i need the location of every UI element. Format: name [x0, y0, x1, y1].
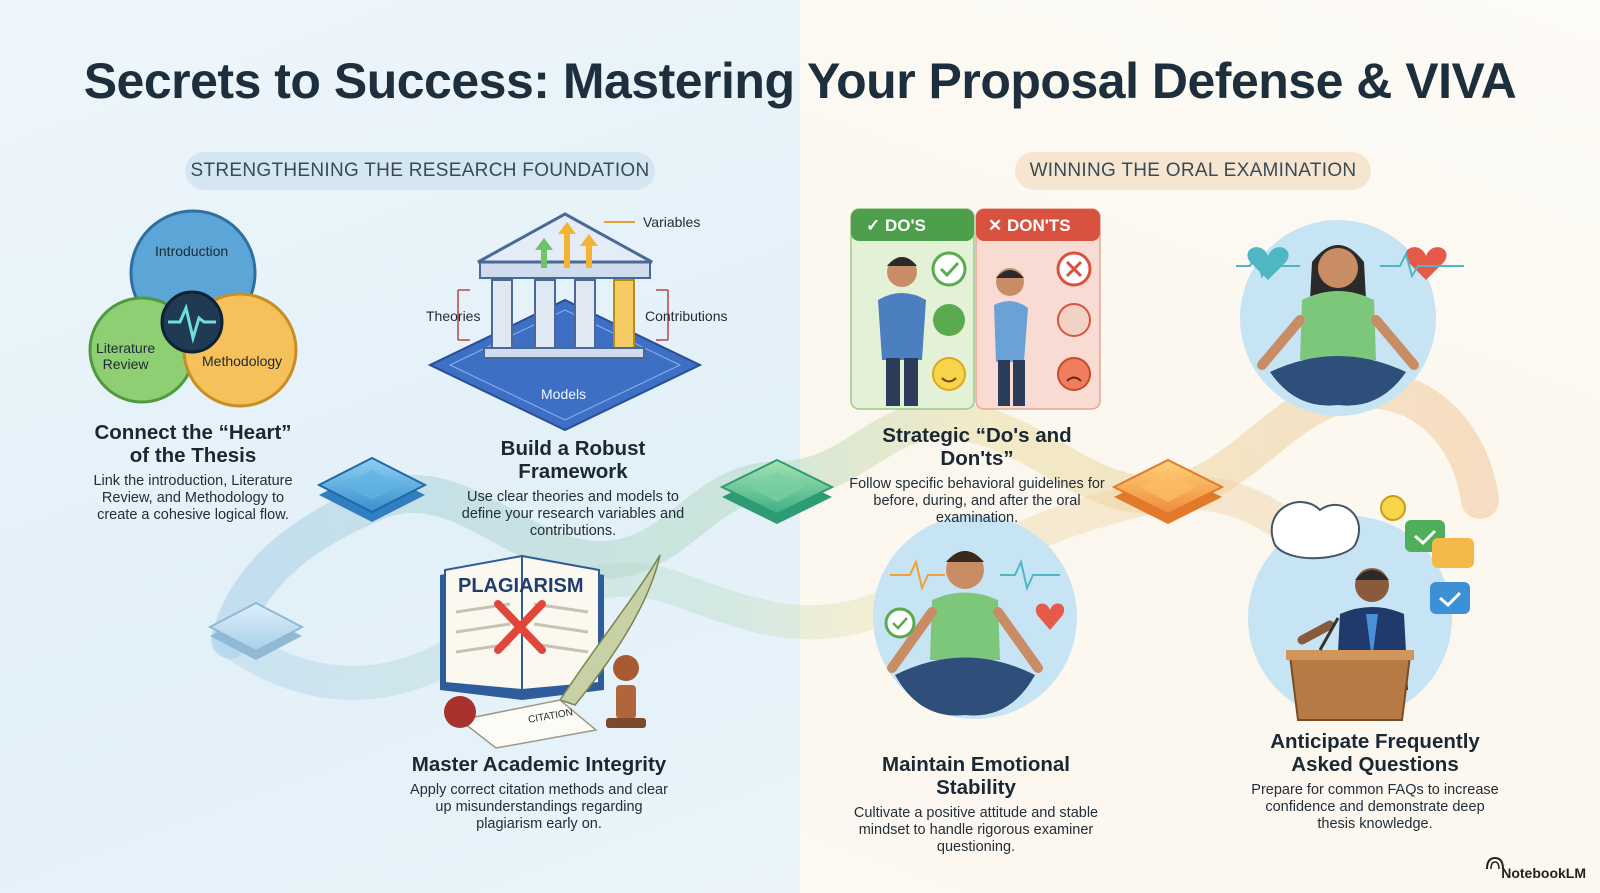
card-text: Link the introduction, Literature Review…	[93, 473, 293, 523]
card-anticipate-faqs: Anticipate Frequently Asked Questions Pr…	[1245, 730, 1505, 833]
tile-green	[719, 458, 835, 524]
left-background	[0, 0, 800, 893]
framework-label-contributions: Contributions	[645, 308, 728, 324]
tile-pale	[207, 601, 305, 660]
card-title: Connect the “Heart” of the Thesis	[94, 421, 292, 467]
card-robust-framework: Build a Robust Framework Use clear theor…	[448, 437, 698, 540]
section-pill-research-foundation: STRENGTHENING THE RESEARCH FOUNDATION	[185, 152, 655, 190]
credit-notebooklm: NotebookLM	[1501, 865, 1586, 881]
framework-label-variables: Variables	[643, 214, 701, 230]
meditating-man	[873, 515, 1077, 719]
card-text: Use clear theories and models to define …	[461, 489, 685, 539]
card-text: Apply correct citation methods and clear…	[410, 782, 668, 832]
card-title: Build a Robust Framework	[500, 437, 646, 483]
meditating-woman	[1236, 220, 1464, 416]
card-title: Strategic “Do's and Don'ts”	[882, 424, 1072, 470]
dos-header: ✓ DO'S	[866, 216, 926, 236]
card-text: Follow specific behavioral guidelines fo…	[849, 476, 1105, 526]
book-title-plagiarism: PLAGIARISM	[458, 575, 584, 597]
venn-label-literature-review: Literature Review	[96, 340, 155, 372]
dos-label: DO'S	[884, 216, 926, 235]
page-title: Secrets to Success: Mastering Your Propo…	[83, 53, 1517, 109]
plagiarism-book	[440, 554, 661, 749]
card-title: Maintain Emotional Stability	[882, 753, 1070, 799]
card-text: Prepare for common FAQs to increase conf…	[1251, 782, 1499, 832]
speaker-podium	[1248, 495, 1474, 721]
venn-label-review: Review	[102, 356, 149, 372]
card-title: Anticipate Frequently Asked Questions	[1270, 730, 1480, 776]
venn-label-literature: Literature	[96, 340, 156, 356]
card-academic-integrity: Master Academic Integrity Apply correct …	[405, 753, 673, 833]
card-title: Master Academic Integrity	[411, 753, 667, 776]
venn-diagram	[88, 209, 298, 408]
card-dos-donts: Strategic “Do's and Don'ts” Follow speci…	[846, 424, 1108, 527]
cross-icon: ✕	[988, 216, 1003, 235]
dos-donts-panel	[850, 208, 1101, 410]
venn-label-introduction: Introduction	[155, 243, 229, 259]
card-emotional-stability: Maintain Emotional Stability Cultivate a…	[842, 753, 1110, 856]
card-connect-heart: Connect the “Heart” of the Thesis Link t…	[84, 421, 302, 524]
framework-label-theories: Theories	[426, 308, 481, 324]
section-pill-oral-examination: WINNING THE ORAL EXAMINATION	[1015, 152, 1371, 190]
framework-temple	[427, 212, 703, 432]
notebooklm-label: NotebookLM	[1501, 865, 1586, 881]
framework-label-models: Models	[541, 386, 587, 402]
donts-label: DON'TS	[1006, 216, 1071, 235]
venn-label-methodology: Methodology	[202, 353, 283, 369]
tile-orange	[1111, 458, 1225, 524]
card-text: Cultivate a positive attitude and stable…	[853, 805, 1099, 855]
check-icon: ✓	[866, 216, 881, 235]
donts-header: ✕ DON'TS	[988, 216, 1071, 236]
notebooklm-logo-icon	[1486, 856, 1504, 870]
tile-blue	[316, 456, 428, 522]
